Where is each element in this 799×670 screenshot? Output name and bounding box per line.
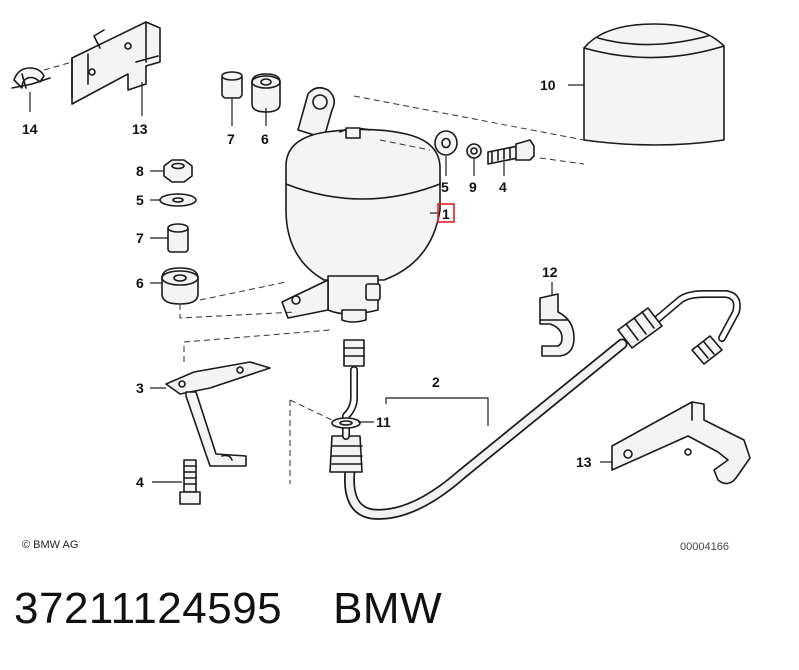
callout-5-top: 5 — [441, 179, 449, 195]
nut-part-8 — [163, 159, 193, 183]
bracket-part-3 — [165, 361, 271, 467]
callout-1-highlighted: 1 — [437, 203, 455, 223]
callout-12: 12 — [542, 264, 558, 280]
callout-3: 3 — [136, 380, 144, 396]
pressure-accumulator-part-1 — [281, 86, 441, 323]
copyright-notice: © BMW AG — [22, 539, 79, 551]
sleeve-part-7-top — [221, 71, 243, 99]
callout-6-left: 6 — [136, 275, 144, 291]
callout-4-lower: 4 — [136, 474, 144, 490]
protective-cap-part-10 — [583, 23, 725, 146]
bolt-part-4-top — [487, 139, 535, 165]
callout-7-left: 7 — [136, 230, 144, 246]
callout-4-top: 4 — [499, 179, 507, 195]
callout-6-top: 6 — [261, 131, 269, 147]
washer-part-5-top — [434, 130, 458, 156]
callout-8: 8 — [136, 163, 144, 179]
callout-9: 9 — [469, 179, 477, 195]
callout-7-top: 7 — [227, 131, 235, 147]
bracket-part-13-lower — [611, 401, 751, 485]
clip-part-14 — [11, 61, 73, 89]
bolt-part-4-lower — [179, 459, 201, 505]
part-number: 37211124595 — [14, 584, 283, 633]
brake-hose-part-2 — [329, 290, 741, 520]
part-caption: 37211124595 BMW — [14, 584, 442, 634]
callout-2: 2 — [432, 374, 440, 390]
brand-name: BMW — [333, 584, 443, 633]
callout-14: 14 — [22, 121, 38, 137]
clip-ring-part-11 — [331, 417, 361, 429]
callout-11: 11 — [376, 414, 391, 430]
hose-clip-part-12 — [539, 293, 575, 357]
sleeve-part-7-left — [167, 223, 189, 253]
callout-5-left: 5 — [136, 192, 144, 208]
callout-10: 10 — [540, 77, 556, 93]
washer-part-5-left — [159, 193, 197, 207]
bracket-part-13-top — [71, 21, 161, 105]
diagram-reference-code: 00004166 — [680, 541, 729, 553]
callout-13-lower: 13 — [576, 454, 592, 470]
rubber-mount-part-6-top — [251, 73, 281, 113]
callout-13-top: 13 — [132, 121, 148, 137]
rubber-mount-part-6-left — [161, 267, 199, 305]
callout-1: 1 — [442, 206, 450, 222]
lock-washer-part-9 — [466, 143, 482, 159]
